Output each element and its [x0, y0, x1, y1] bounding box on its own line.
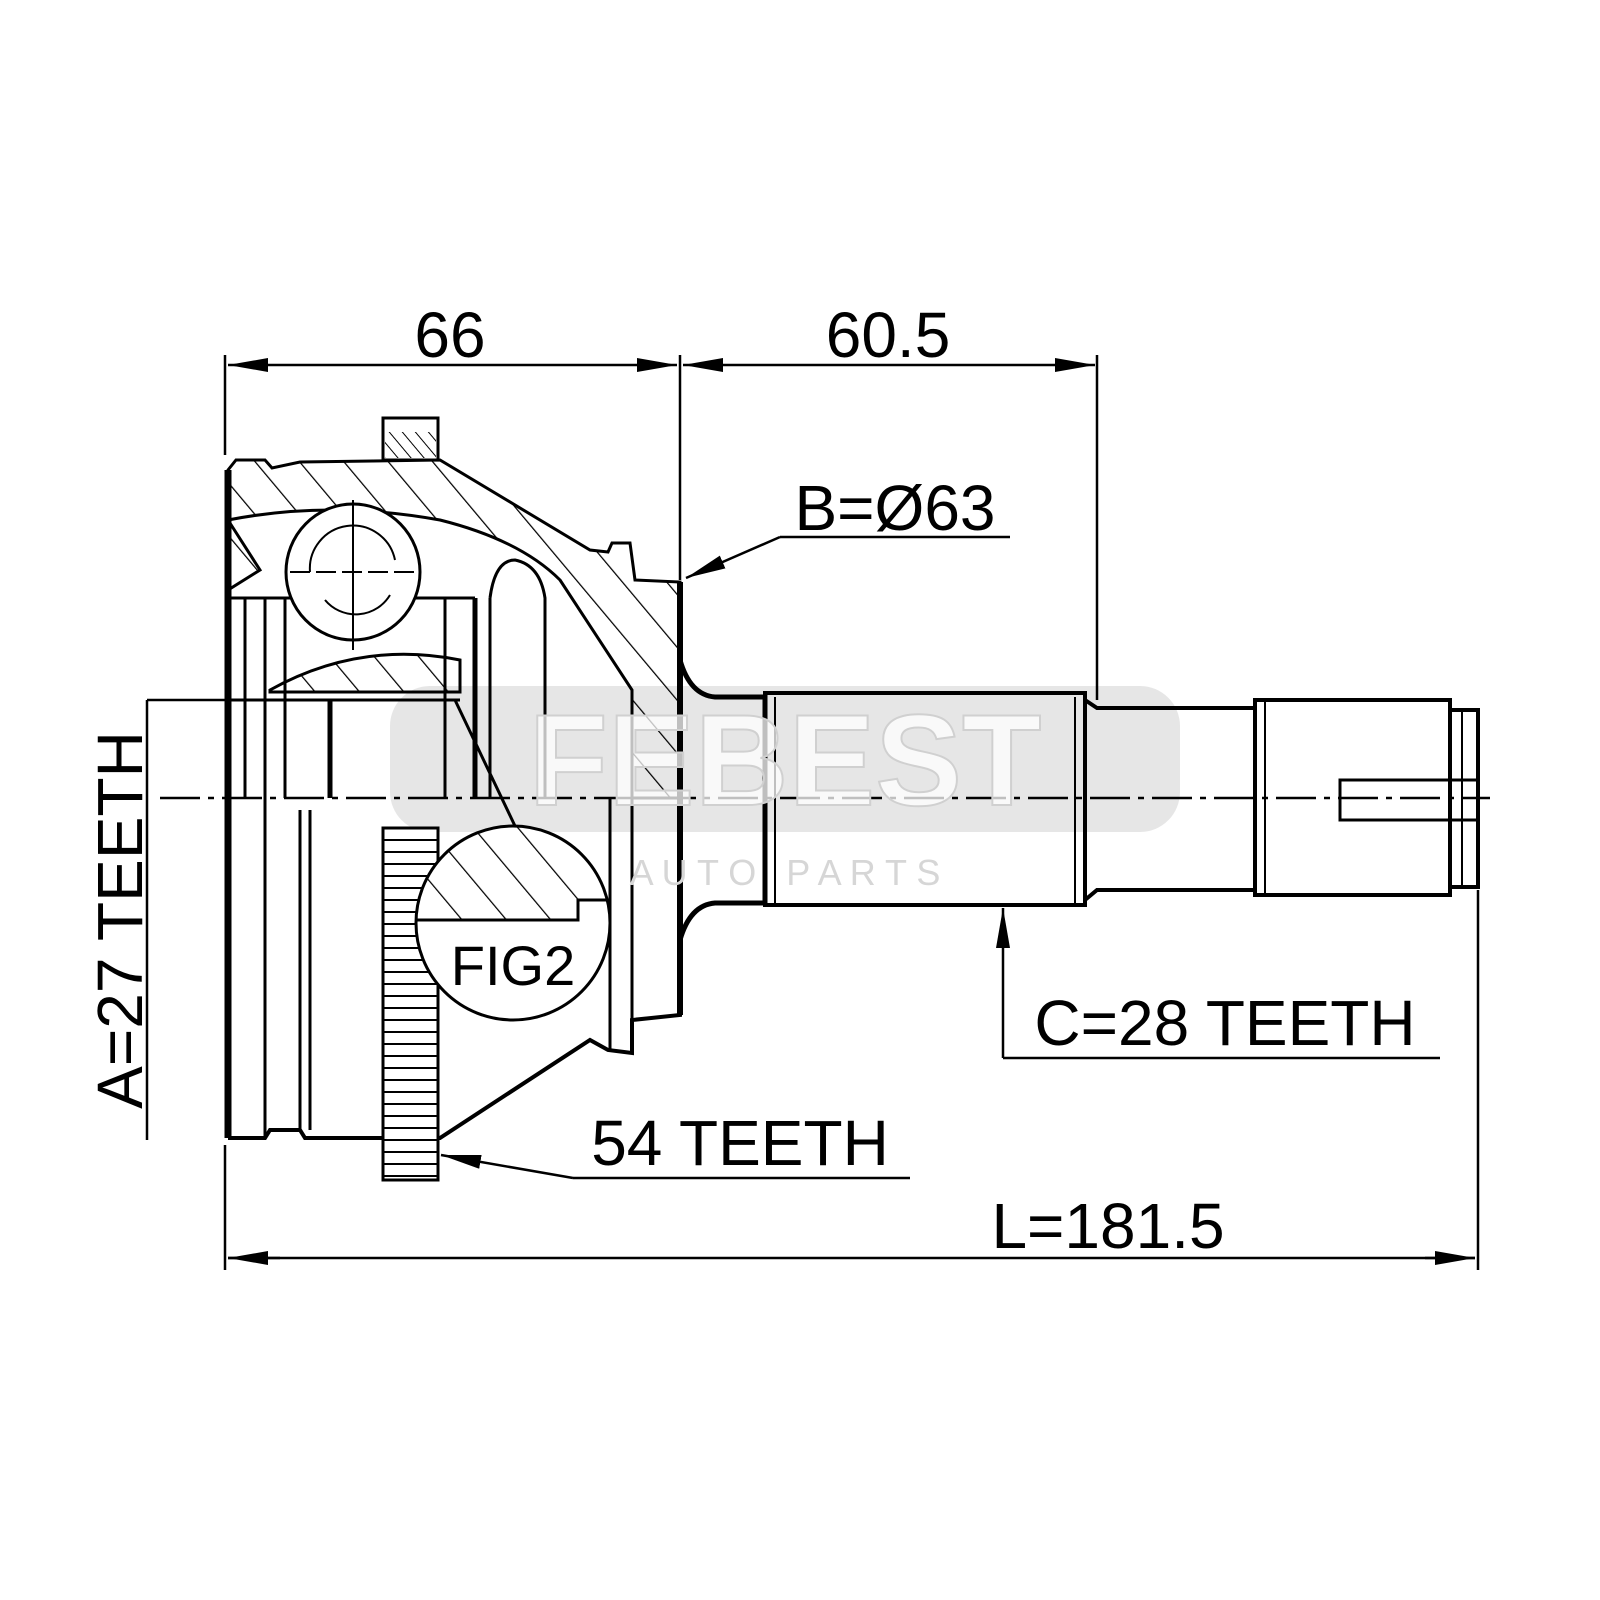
watermark-plate — [390, 686, 1180, 832]
watermark: FEBEST A U T O P A R T S — [528, 686, 1043, 893]
dim-66: 66 — [414, 299, 485, 371]
ball — [284, 500, 422, 650]
fig2-detail: FIG2 — [414, 824, 612, 1022]
dim-c-teeth: C=28 TEETH — [1034, 987, 1415, 1059]
housing-tab — [381, 416, 440, 462]
dimension-labels: 66 60.5 B=Ø63 C=28 TEETH 54 TEETH L=181.… — [84, 299, 1416, 1262]
dim-total-length: L=181.5 — [991, 1190, 1224, 1262]
fig2-label: FIG2 — [451, 934, 575, 997]
dim-abs-teeth: 54 TEETH — [591, 1107, 889, 1179]
dim-60-5: 60.5 — [826, 299, 951, 371]
dim-a-teeth: A=27 TEETH — [84, 731, 156, 1109]
watermark-brand: FEBEST — [529, 687, 1042, 833]
housing-outline — [224, 470, 683, 1140]
watermark-tagline: A U T O P A R T S — [630, 852, 941, 893]
dim-b-diameter: B=Ø63 — [794, 472, 995, 544]
abs-ring-teeth — [384, 839, 437, 1177]
dimension-lines — [145, 355, 1480, 1270]
